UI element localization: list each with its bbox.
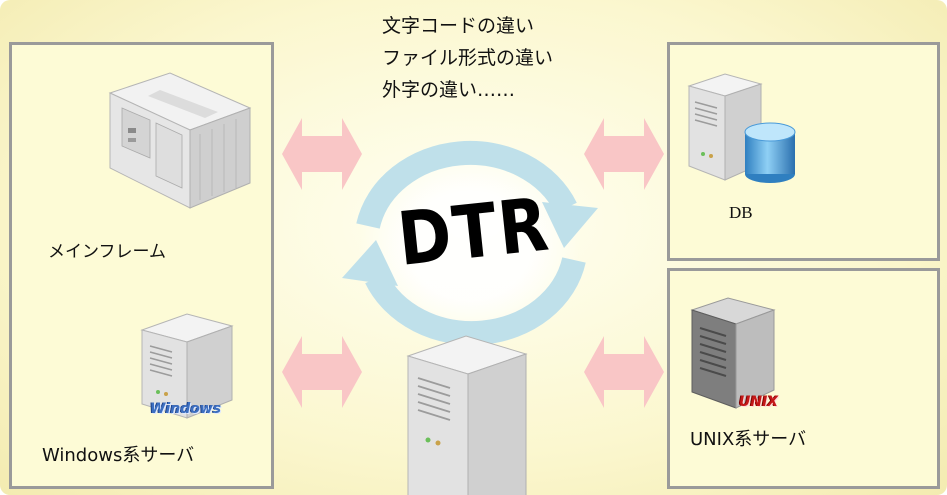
mainframe-label: メインフレーム <box>48 242 166 262</box>
arrow-dtr-unix-icon <box>584 336 664 408</box>
db-server-icon <box>687 73 796 183</box>
difference-item-gaiji: 外字の違い…… <box>382 79 516 101</box>
arrow-mainframe-dtr-icon <box>282 118 362 190</box>
arrow-windows-dtr-icon <box>282 336 362 408</box>
dtr-server-icon <box>406 335 528 495</box>
differences-list: 文字コードの違い ファイル形式の違い 外字の違い…… <box>382 10 553 106</box>
unix-server-icon <box>690 297 776 409</box>
unix-logo: UNIX <box>739 394 779 410</box>
windows-logo: Windows <box>150 401 222 417</box>
windows-server-label: Windows系サーバ <box>42 445 195 466</box>
dtr-logo: DTR <box>393 182 555 284</box>
conversion-cycle-icon <box>342 140 598 346</box>
difference-item-fileformat: ファイル形式の違い <box>382 47 554 69</box>
db-label: DB <box>729 203 753 222</box>
unix-server-label: UNIX系サーバ <box>690 429 807 450</box>
windows-server-icon <box>140 313 234 419</box>
arrow-dtr-db-icon <box>584 118 664 190</box>
difference-item-charcode: 文字コードの違い <box>382 15 535 37</box>
mainframe-icon <box>108 72 252 209</box>
